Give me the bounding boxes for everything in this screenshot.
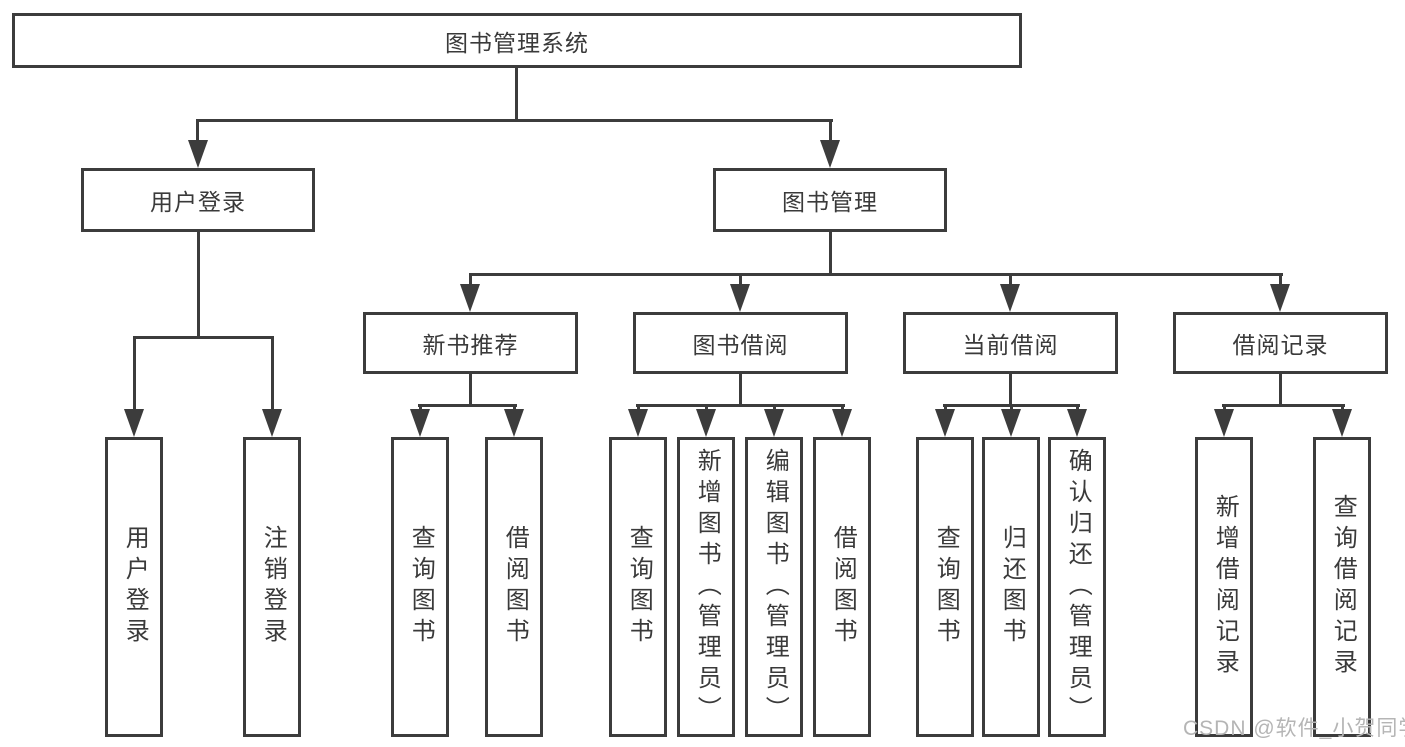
arrow-down-icon xyxy=(1332,409,1352,437)
leaf-borrow-books-recommend-label: 借阅图书 xyxy=(501,525,529,649)
node-new-book-recommend: 新书推荐 xyxy=(363,312,578,374)
connector-drop xyxy=(133,336,136,414)
leaf-query-books-current: 查询图书 xyxy=(916,437,974,737)
leaf-query-books-borrowing-label: 查询图书 xyxy=(625,525,653,649)
leaf-query-books-current-label: 查询图书 xyxy=(932,525,960,649)
node-book-borrowing-label: 图书借阅 xyxy=(692,332,789,358)
arrow-down-icon xyxy=(1214,409,1234,437)
connector-drop xyxy=(1279,273,1282,289)
connector-drop xyxy=(196,119,199,149)
node-book-management-label: 图书管理 xyxy=(782,189,878,215)
csdn-watermark: CSDN @软件_小贺同学 xyxy=(1183,717,1405,740)
arrow-down-icon xyxy=(935,409,955,437)
node-new-book-recommend-label: 新书推荐 xyxy=(422,332,519,358)
arrow-down-icon xyxy=(1000,284,1020,312)
arrow-down-icon xyxy=(124,409,144,437)
connector-drop xyxy=(829,119,832,149)
leaf-add-borrow-record-label: 新增借阅记录 xyxy=(1211,494,1239,680)
leaf-query-books-recommend-label: 查询图书 xyxy=(407,525,435,649)
leaf-add-books-admin-label: 新增图书（管理员） xyxy=(693,447,721,727)
arrow-down-icon xyxy=(1001,409,1021,437)
connector-cross xyxy=(418,404,517,407)
connector-trunk xyxy=(1279,374,1282,407)
node-root-label: 图书管理系统 xyxy=(445,29,589,56)
node-current-borrowing: 当前借阅 xyxy=(903,312,1118,374)
connector-cross xyxy=(636,404,845,407)
leaf-user-login-label: 用户登录 xyxy=(121,525,149,649)
leaf-query-borrow-record-label: 查询借阅记录 xyxy=(1329,494,1357,680)
connector-cross xyxy=(133,336,274,339)
arrow-down-icon xyxy=(820,140,840,168)
connector-root-trunk xyxy=(515,68,518,122)
leaf-return-books: 归还图书 xyxy=(982,437,1040,737)
leaf-add-books-admin: 新增图书（管理员） xyxy=(677,437,735,737)
leaf-confirm-return-admin-label: 确认归还（管理员） xyxy=(1064,447,1092,727)
arrow-down-icon xyxy=(188,140,208,168)
connector-trunk xyxy=(469,374,472,407)
node-user-login-label: 用户登录 xyxy=(150,189,246,215)
leaf-query-books-recommend: 查询图书 xyxy=(391,437,449,737)
connector-trunk xyxy=(829,232,832,276)
node-borrowing-records-label: 借阅记录 xyxy=(1232,332,1329,358)
arrow-down-icon xyxy=(730,284,750,312)
arrow-down-icon xyxy=(764,409,784,437)
leaf-edit-books-admin-label: 编辑图书（管理员） xyxy=(761,447,789,727)
leaf-return-books-label: 归还图书 xyxy=(998,525,1026,649)
arrow-down-icon xyxy=(1270,284,1290,312)
leaf-borrow-books-borrowing: 借阅图书 xyxy=(813,437,871,737)
leaf-borrow-books-borrowing-label: 借阅图书 xyxy=(829,525,857,649)
node-user-login: 用户登录 xyxy=(81,168,315,232)
node-book-borrowing: 图书借阅 xyxy=(633,312,848,374)
leaf-user-login: 用户登录 xyxy=(105,437,163,737)
arrow-down-icon xyxy=(460,284,480,312)
node-root: 图书管理系统 xyxy=(12,13,1022,68)
leaf-borrow-books-recommend: 借阅图书 xyxy=(485,437,543,737)
connector-cross xyxy=(469,273,1283,276)
leaf-edit-books-admin: 编辑图书（管理员） xyxy=(745,437,803,737)
leaf-logout-label: 注销登录 xyxy=(259,525,287,649)
connector-cross xyxy=(1222,404,1345,407)
arrow-down-icon xyxy=(628,409,648,437)
connector-root-cross xyxy=(196,119,833,122)
node-borrowing-records: 借阅记录 xyxy=(1173,312,1388,374)
arrow-down-icon xyxy=(262,409,282,437)
arrow-down-icon xyxy=(504,409,524,437)
leaf-confirm-return-admin: 确认归还（管理员） xyxy=(1048,437,1106,737)
leaf-add-borrow-record: 新增借阅记录 xyxy=(1195,437,1253,737)
arrow-down-icon xyxy=(696,409,716,437)
connector-trunk xyxy=(739,374,742,407)
connector-drop xyxy=(469,273,472,289)
connector-drop xyxy=(271,336,274,414)
leaf-query-borrow-record: 查询借阅记录 xyxy=(1313,437,1371,737)
node-book-management: 图书管理 xyxy=(713,168,947,232)
connector-trunk xyxy=(1009,374,1012,407)
connector-drop xyxy=(1009,273,1012,289)
connector-trunk xyxy=(197,232,200,339)
leaf-query-books-borrowing: 查询图书 xyxy=(609,437,667,737)
arrow-down-icon xyxy=(832,409,852,437)
node-current-borrowing-label: 当前借阅 xyxy=(962,332,1059,358)
arrow-down-icon xyxy=(1067,409,1087,437)
arrow-down-icon xyxy=(410,409,430,437)
leaf-logout: 注销登录 xyxy=(243,437,301,737)
connector-drop xyxy=(739,273,742,289)
